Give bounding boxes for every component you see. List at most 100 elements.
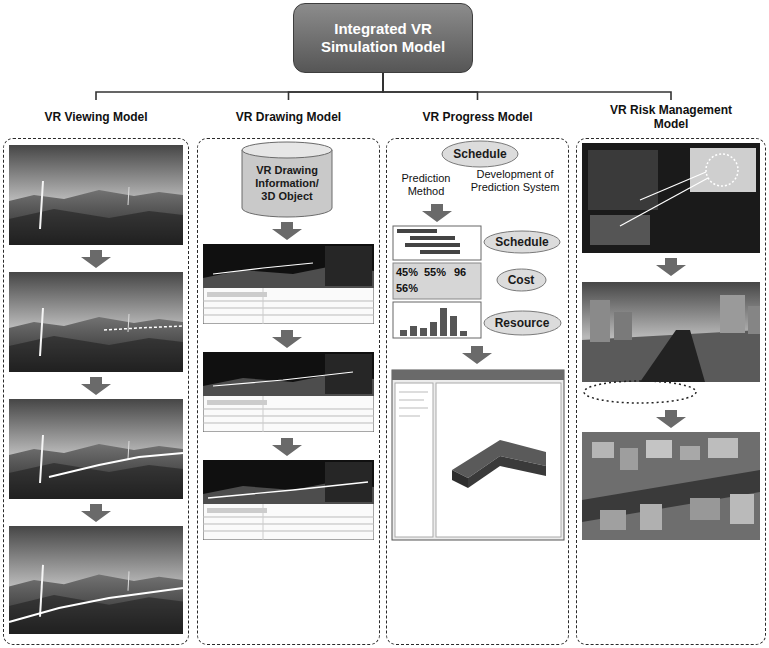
pointer-line xyxy=(620,178,708,226)
building xyxy=(730,494,754,524)
building xyxy=(592,442,614,458)
histogram-bar xyxy=(450,316,457,336)
dashed-frame xyxy=(3,138,189,645)
panel-line xyxy=(399,392,428,393)
flow-arrow xyxy=(462,346,492,364)
method-label: Prediction Method xyxy=(390,172,462,198)
window-titlebar xyxy=(392,370,564,380)
terrain-screenshot xyxy=(9,272,183,372)
gantt-chart xyxy=(393,226,481,260)
building xyxy=(720,295,745,333)
tree-connector xyxy=(383,73,478,100)
panel-line xyxy=(399,416,420,417)
screen-panel xyxy=(690,148,756,192)
node-text: Schedule xyxy=(495,235,548,249)
method-label: Development of Prediction System xyxy=(466,168,564,194)
table-cell: 55% xyxy=(424,266,446,279)
dashed-frame xyxy=(386,138,569,645)
model-column: VR Risk Management Model xyxy=(576,100,766,645)
panel-line xyxy=(399,408,428,409)
node-text: Schedule xyxy=(453,147,506,161)
resource-histogram xyxy=(393,302,481,338)
flow-arrow xyxy=(272,438,302,456)
route-line xyxy=(213,263,313,274)
gantt-bar xyxy=(410,236,455,240)
gantt-bar xyxy=(405,243,460,247)
output-ellipse: Cost xyxy=(496,268,547,292)
route-line xyxy=(49,453,183,477)
flow-arrow xyxy=(272,222,302,240)
risk-screenshot xyxy=(582,282,760,382)
node-text: VR Drawing Information/ 3D Object xyxy=(247,164,327,203)
root-box: Integrated VR Simulation Model xyxy=(293,3,473,73)
building xyxy=(620,448,638,470)
node-text: Cost xyxy=(508,273,535,287)
route-line xyxy=(9,588,183,622)
table-cell: 45% xyxy=(396,266,418,279)
building xyxy=(708,438,738,458)
building xyxy=(600,510,626,530)
risk-images xyxy=(582,143,760,540)
highlight-ellipse xyxy=(584,381,696,403)
model-viewport xyxy=(436,383,561,537)
table-cell: 96 xyxy=(454,266,466,279)
cylinder-body xyxy=(242,150,332,217)
output-ellipse: Schedule xyxy=(483,230,561,254)
building xyxy=(614,312,632,340)
tree-connector xyxy=(96,73,383,100)
model-column: VR Viewing Model xyxy=(3,100,189,645)
gantt-bar xyxy=(397,229,437,233)
ellipse-shape xyxy=(497,269,546,291)
tree-panel xyxy=(395,383,433,537)
flow-arrow xyxy=(81,504,111,522)
flow-arrow xyxy=(81,377,111,395)
panel-line xyxy=(399,400,424,401)
node-text: VR Viewing Model xyxy=(26,100,166,134)
building xyxy=(680,446,700,460)
risk-screenshot xyxy=(582,143,760,253)
route-line xyxy=(104,326,183,330)
flow-arrow xyxy=(272,330,302,348)
flow-arrow xyxy=(81,250,111,268)
route-line xyxy=(208,482,368,498)
flow-arrow xyxy=(656,258,686,276)
tree-connector xyxy=(383,73,671,100)
schedule-ellipse: Schedule xyxy=(441,140,519,168)
risk-screenshot xyxy=(582,432,760,540)
building xyxy=(748,306,760,334)
ellipse-shape xyxy=(484,311,561,335)
histogram-bar xyxy=(420,328,427,336)
histogram-bar xyxy=(440,308,447,336)
node-text: VR Risk Management Model xyxy=(601,100,741,134)
node-text: VR Progress Model xyxy=(408,100,548,134)
histogram-bar xyxy=(430,322,437,336)
terrain-screenshot xyxy=(9,145,183,245)
drawing-screenshot xyxy=(203,460,374,540)
building xyxy=(646,440,672,458)
drawing-screenshot xyxy=(203,244,374,324)
terrain-screenshot xyxy=(9,399,183,499)
progress-screenshot xyxy=(392,370,564,540)
node-text: Integrated VR Simulation Model xyxy=(318,20,448,56)
flow-arrow xyxy=(656,410,686,428)
terrain-screenshot xyxy=(9,526,183,634)
database-cylinder: VR Drawing Information/ 3D Object xyxy=(241,141,333,217)
structure-model xyxy=(468,456,546,488)
building xyxy=(590,300,610,342)
flow-arrow xyxy=(422,204,452,222)
tree-connector xyxy=(289,73,384,100)
histogram-bar xyxy=(460,331,467,336)
histogram-bar xyxy=(400,330,407,336)
output-ellipse: Resource xyxy=(483,310,562,336)
cylinder-top xyxy=(242,142,332,158)
table-cell: 56% xyxy=(396,282,418,295)
node-text: Resource xyxy=(495,316,550,330)
building xyxy=(640,504,662,530)
ellipse-shape xyxy=(442,141,518,167)
viewing-images xyxy=(9,145,183,634)
screen-panel xyxy=(588,150,658,210)
